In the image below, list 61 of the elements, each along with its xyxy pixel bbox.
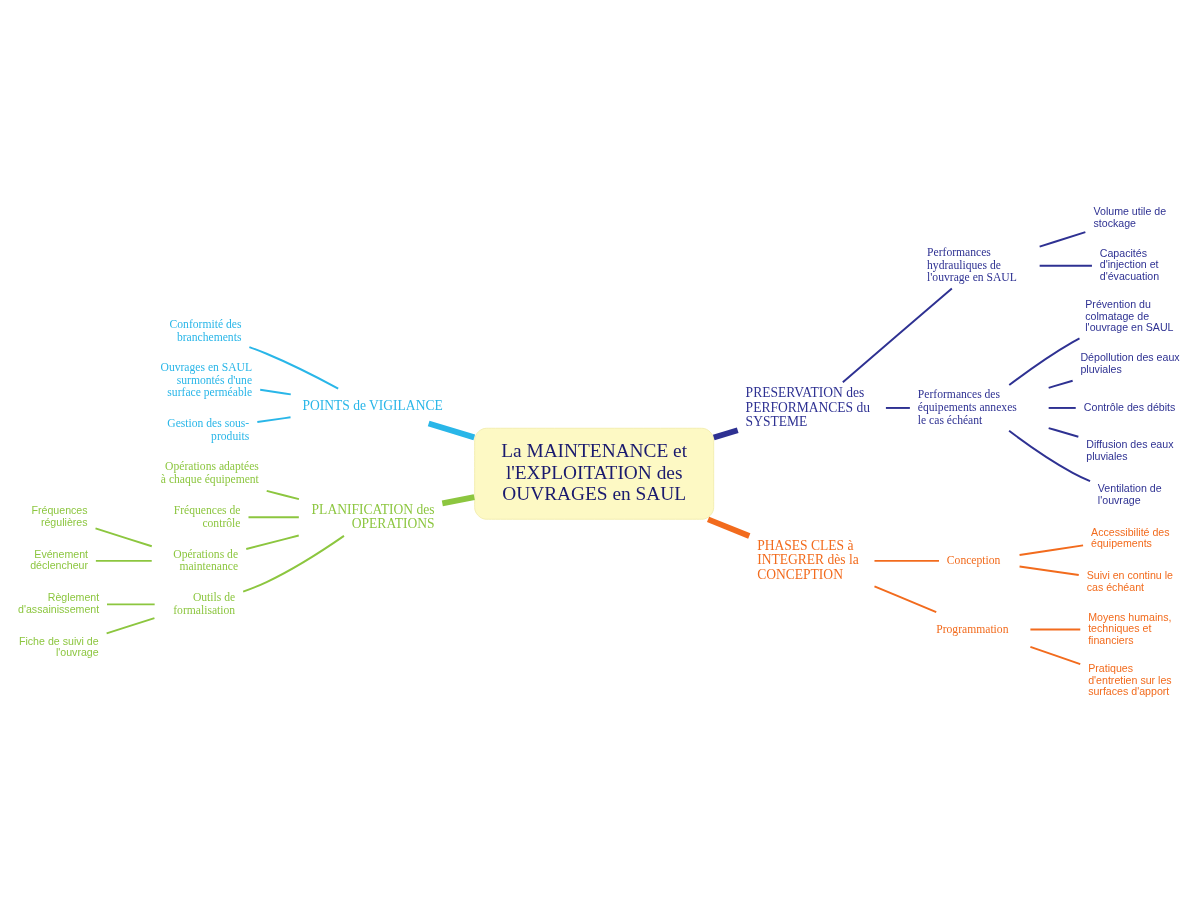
node-text: Dépollution des eaux pluviales bbox=[1080, 351, 1180, 375]
node-text: Diffusion des eaux pluviales bbox=[1086, 438, 1174, 463]
connector bbox=[1018, 565, 1080, 576]
node-text: Gestion des sous-produits bbox=[167, 416, 250, 443]
node-text: Suivi en continu le cas échéant bbox=[1086, 569, 1173, 593]
connector bbox=[94, 527, 153, 548]
node-text: Fiche de suivi de l'ouvrage bbox=[18, 634, 99, 659]
connector bbox=[1047, 427, 1080, 438]
node-text: PLANIFICATION des OPERATIONS bbox=[311, 501, 435, 532]
node-text: Fréquences de contrôle bbox=[173, 504, 241, 530]
connector bbox=[712, 427, 739, 441]
connector bbox=[259, 388, 292, 396]
connector bbox=[441, 494, 475, 507]
node-text: Accessibilité des équipements bbox=[1091, 525, 1170, 550]
node-text: Ouvrages en SAUL surmontés d'une surface perméable bbox=[160, 361, 253, 400]
node-text: Opérations adaptées à chaque équipement bbox=[160, 460, 259, 487]
connector bbox=[1029, 628, 1082, 631]
connector bbox=[873, 559, 940, 562]
node-text: Fréquences régulières bbox=[31, 504, 88, 528]
node-text: Pratiques d'entretien sur les surfaces d'apport bbox=[1088, 661, 1172, 698]
connector bbox=[94, 559, 153, 562]
node-text: Ventilation de l'ouvrage bbox=[1097, 481, 1162, 506]
connector bbox=[242, 534, 345, 593]
connector bbox=[427, 420, 476, 441]
connector bbox=[1047, 379, 1074, 389]
connector bbox=[256, 416, 292, 423]
node-text: Volume utile de stockage bbox=[1093, 205, 1167, 229]
connector bbox=[1008, 337, 1081, 387]
connector bbox=[1029, 645, 1082, 666]
node-text: Programmation bbox=[936, 622, 1009, 636]
node-text: Conception bbox=[946, 553, 1001, 567]
connector bbox=[106, 603, 156, 606]
connector bbox=[884, 406, 911, 409]
connector bbox=[245, 534, 300, 550]
connector bbox=[247, 516, 300, 519]
node-text: PRESERVATION des PERFORMANCES du SYSTEME bbox=[745, 385, 871, 430]
connector bbox=[265, 489, 300, 501]
node-text: Capacités d'injection et d'évacuation bbox=[1099, 246, 1160, 283]
node-text: PHASES CLES à INTEGRER dès la CONCEPTION bbox=[757, 537, 859, 582]
node-text: Moyens humains, techniques et financiers bbox=[1088, 610, 1172, 646]
connector bbox=[1018, 544, 1085, 556]
node-box: La MAINTENANCE et l'EXPLOITATION des OUVRAGES en SAUL bbox=[474, 427, 715, 520]
connector bbox=[1008, 429, 1092, 483]
node-text: Opérations de maintenance bbox=[173, 547, 239, 574]
connector bbox=[1038, 264, 1093, 267]
connector bbox=[248, 346, 340, 390]
connector bbox=[105, 617, 156, 635]
connector bbox=[841, 287, 953, 384]
node-text: Conformité des branchements bbox=[169, 318, 242, 344]
connector bbox=[707, 516, 751, 539]
node-text: POINTS de VIGILANCE bbox=[302, 397, 443, 413]
node-text: Evénement déclencheur bbox=[30, 547, 89, 572]
node-text: Performances hydrauliques de l'ouvrage en SAUL bbox=[927, 246, 1017, 285]
node-text: Règlement d'assainissement bbox=[18, 591, 100, 615]
node-text: Outils de formalisation bbox=[173, 591, 236, 617]
node-text: Performances des équipements annexes le cas échéant bbox=[917, 388, 1017, 427]
connector bbox=[1047, 406, 1077, 409]
connector bbox=[873, 585, 938, 614]
connector bbox=[1038, 231, 1087, 248]
node-text: Prévention du colmatage de l'ouvrage en SAUL bbox=[1085, 298, 1174, 334]
node-text: Contrôle des débits bbox=[1083, 400, 1176, 413]
